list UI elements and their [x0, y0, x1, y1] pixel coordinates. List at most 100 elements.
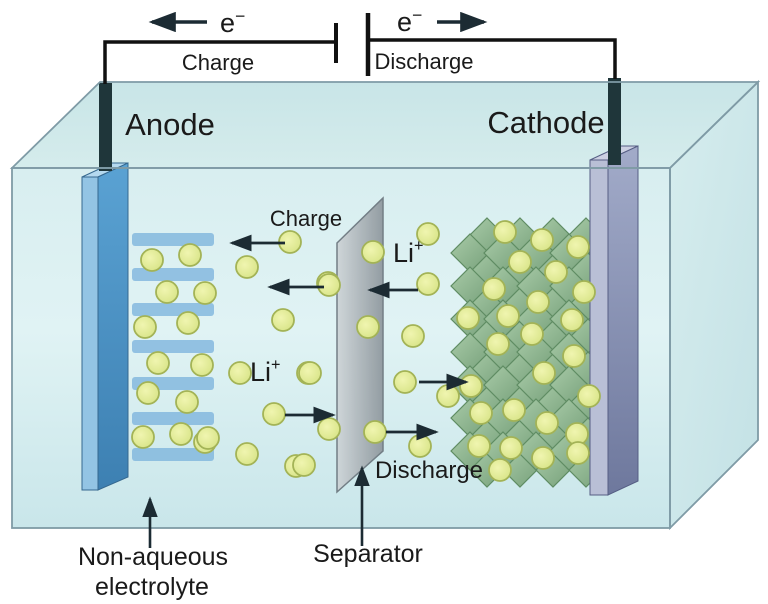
li-ion — [535, 411, 559, 435]
li-ion — [193, 281, 217, 305]
external-circuit — [103, 13, 617, 84]
anode-electrode — [81, 162, 129, 491]
li-ion — [502, 398, 526, 422]
li-ion — [566, 235, 590, 259]
electron-symbol: e — [220, 8, 235, 38]
graphite-layer — [132, 448, 214, 461]
li-ion — [482, 277, 506, 301]
electrolyte-label-line1: Non-aqueous — [78, 543, 228, 571]
li-ion — [488, 458, 512, 482]
li-ion — [176, 311, 200, 335]
li-ion — [292, 453, 316, 477]
li-ion — [520, 322, 544, 346]
li-ion — [436, 384, 460, 408]
li-ion — [196, 426, 220, 450]
li-ion — [530, 228, 554, 252]
li-ion — [562, 344, 586, 368]
li-ion — [133, 315, 157, 339]
li-symbol: Li — [393, 238, 414, 268]
box-edges — [9, 79, 761, 531]
graphite-layer — [132, 412, 214, 425]
li-ion — [566, 441, 590, 465]
anode-label: Anode — [125, 107, 215, 142]
li-ion — [393, 370, 417, 394]
cathode-electrode — [589, 145, 639, 496]
graphite-layer — [132, 233, 214, 246]
li-ion — [486, 332, 510, 356]
li-ion — [508, 250, 532, 274]
li-ion — [363, 420, 387, 444]
separator-label: Separator — [313, 540, 423, 568]
anode-front-face — [81, 176, 99, 491]
cathode-side-face — [607, 145, 639, 496]
electron-sign: − — [235, 6, 245, 26]
li-ion — [228, 361, 252, 385]
li-ion — [493, 220, 517, 244]
cathode-label: Cathode — [487, 105, 604, 140]
wire-left — [103, 40, 334, 84]
li-sign: + — [414, 237, 423, 255]
electron-label-left: e− — [220, 6, 245, 38]
li-ion — [577, 384, 601, 408]
li-ion — [235, 255, 259, 279]
electron-symbol: e — [397, 7, 412, 37]
li-ion-label-left: Li+ — [250, 356, 280, 387]
box-top-face — [12, 82, 758, 168]
li-ion — [496, 304, 520, 328]
li-ion — [178, 243, 202, 267]
li-ion — [560, 308, 584, 332]
li-ion — [317, 417, 341, 441]
anode-side-face — [97, 162, 129, 491]
li-symbol: Li — [250, 357, 271, 387]
li-ion — [262, 402, 286, 426]
li-ion — [401, 324, 425, 348]
li-ion-label-right: Li+ — [393, 237, 423, 268]
discharge-label-inner: Discharge — [375, 457, 483, 484]
li-ion — [131, 425, 155, 449]
li-ion — [146, 351, 170, 375]
li-ion — [469, 401, 493, 425]
li-ion — [467, 434, 491, 458]
li-ion — [416, 222, 440, 246]
discharge-label-top: Discharge — [374, 49, 473, 74]
box-front-edge — [11, 167, 671, 529]
charge-label-inner: Charge — [270, 206, 342, 231]
electron-label-right: e− — [397, 5, 422, 37]
li-ion — [416, 272, 440, 296]
arrows — [142, 11, 488, 548]
li-ion — [317, 273, 341, 297]
li-ion — [298, 361, 322, 385]
li-ion — [175, 390, 199, 414]
li-ion — [271, 308, 295, 332]
li-ion — [544, 260, 568, 284]
electrolyte-label-line2: electrolyte — [95, 573, 209, 601]
li-ion — [136, 381, 160, 405]
li-ion — [572, 280, 596, 304]
graphite-layer — [132, 268, 214, 281]
li-ion — [140, 248, 164, 272]
anode-terminal — [99, 83, 112, 171]
li-ion — [169, 422, 193, 446]
separator-plate — [336, 196, 384, 494]
li-ion — [235, 442, 259, 466]
li-ion — [456, 306, 480, 330]
electron-sign: − — [412, 5, 422, 25]
lithium-ions — [131, 220, 601, 482]
li-ion — [155, 280, 179, 304]
graphite-layer — [132, 303, 214, 316]
li-ion — [408, 434, 432, 458]
graphite-layer — [132, 340, 214, 353]
li-ion — [190, 353, 214, 377]
li-ion — [361, 240, 385, 264]
box-right-face — [670, 82, 758, 528]
li-ion — [356, 315, 380, 339]
li-sign: + — [271, 356, 280, 374]
li-ion — [499, 436, 523, 460]
li-ion — [459, 374, 483, 398]
wire-right — [370, 38, 617, 79]
li-ion — [531, 446, 555, 470]
li-ion — [526, 290, 550, 314]
cathode-terminal — [608, 78, 621, 165]
li-ion — [532, 361, 556, 385]
